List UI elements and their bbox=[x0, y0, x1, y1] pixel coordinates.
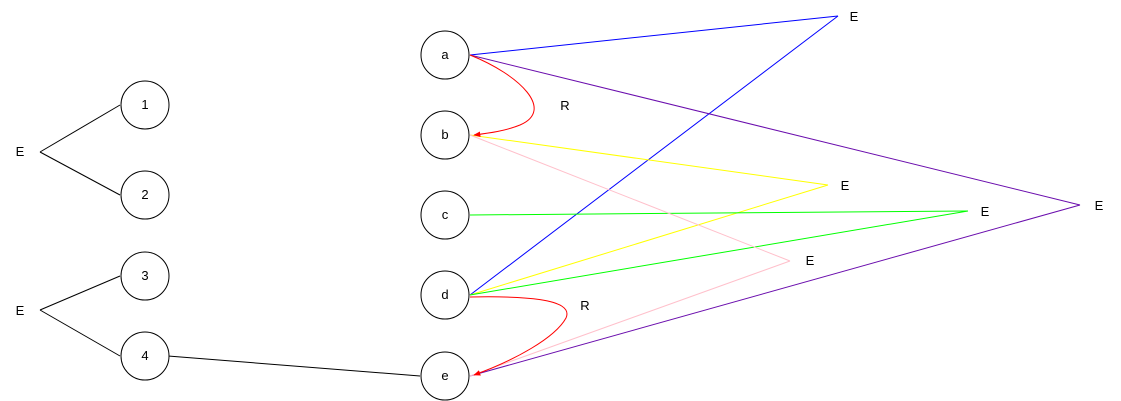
hub-label-yellow: E bbox=[841, 178, 850, 193]
hub-label-left-top: E bbox=[16, 144, 25, 159]
edge-pink-e bbox=[469, 260, 791, 377]
node-2-label: 2 bbox=[141, 187, 148, 202]
node-1[interactable]: 1 bbox=[120, 80, 170, 130]
node-c-label: c bbox=[442, 207, 449, 222]
edge-blue-a bbox=[469, 15, 839, 56]
hub-label-pink: E bbox=[806, 253, 815, 268]
edge-4-to-e bbox=[167, 355, 421, 377]
node-b-label: b bbox=[441, 127, 448, 142]
node-d-label: d bbox=[441, 287, 448, 302]
node-e[interactable]: e bbox=[420, 351, 470, 401]
node-4-label: 4 bbox=[141, 348, 148, 363]
edge-purple-a bbox=[469, 54, 1081, 206]
relation-arrow-a-to-b bbox=[469, 54, 535, 137]
edge-green-d bbox=[469, 210, 969, 296]
node-1-label: 1 bbox=[141, 97, 148, 112]
relation-label-a-b: R bbox=[560, 98, 569, 113]
hub-label-left-bottom: E bbox=[16, 303, 25, 318]
edge-green-c bbox=[469, 210, 969, 216]
hub-label-green: E bbox=[981, 204, 990, 219]
hub-label-purple: E bbox=[1095, 198, 1104, 213]
edge-yellow-d bbox=[469, 184, 829, 296]
node-3[interactable]: 3 bbox=[120, 251, 170, 301]
edge-left-top-hub-to-1 bbox=[39, 104, 121, 153]
edge-left-bottom-hub-to-4 bbox=[39, 309, 121, 357]
node-d[interactable]: d bbox=[420, 270, 470, 320]
hub-label-blue: E bbox=[850, 9, 859, 24]
node-c[interactable]: c bbox=[420, 190, 470, 240]
node-b[interactable]: b bbox=[420, 110, 470, 160]
node-a[interactable]: a bbox=[420, 30, 470, 80]
node-3-label: 3 bbox=[141, 268, 148, 283]
edge-pink-b bbox=[469, 134, 791, 262]
node-a-label: a bbox=[441, 47, 449, 62]
edge-purple-e bbox=[469, 204, 1081, 377]
node-4[interactable]: 4 bbox=[120, 331, 170, 381]
edge-left-top-hub-to-2 bbox=[39, 151, 121, 196]
edge-left-bottom-hub-to-3 bbox=[39, 275, 121, 311]
node-e-label: e bbox=[441, 368, 448, 383]
edge-blue-d bbox=[469, 15, 839, 296]
node-2[interactable]: 2 bbox=[120, 170, 170, 220]
edge-yellow-b bbox=[469, 134, 829, 186]
relation-label-d-e: R bbox=[580, 298, 589, 313]
relation-arrow-d-to-e bbox=[469, 296, 568, 376]
